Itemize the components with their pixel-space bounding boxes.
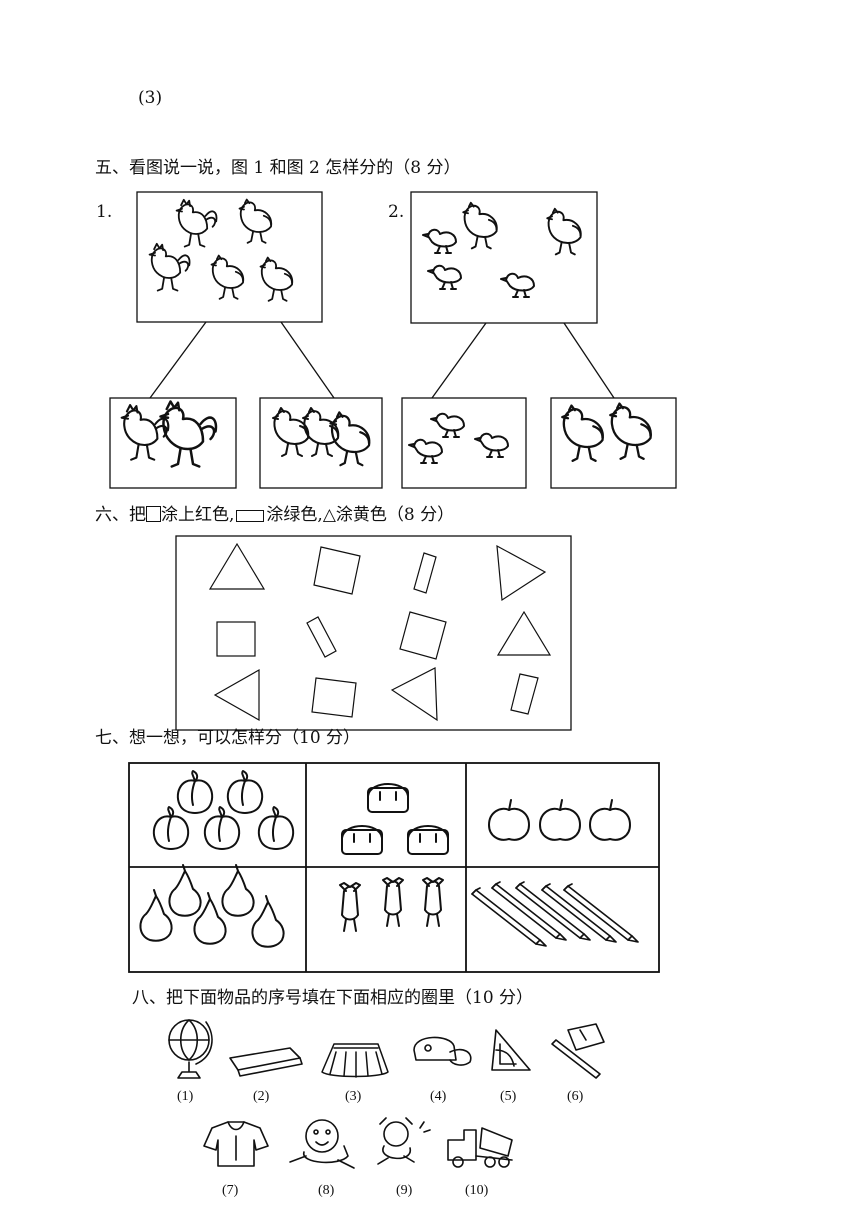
square-shape-3: [399, 611, 447, 660]
group-box-hens-1: [259, 397, 383, 489]
item-number-3: (3): [345, 1089, 362, 1104]
pears-icon: [139, 864, 285, 948]
item-number-6: (6): [567, 1089, 584, 1104]
apples-icon: [488, 799, 631, 841]
connector-1a: [149, 321, 207, 399]
item-number-8: (8): [318, 1183, 335, 1198]
group-chicks: [408, 412, 509, 464]
section-6-part4: 涂黄色（8 分）: [335, 505, 455, 525]
figure-2-chickens: [422, 201, 582, 298]
candies-icon: [339, 877, 444, 932]
item-number-1: (1): [177, 1089, 194, 1104]
figure-1-label: 1.: [96, 202, 113, 222]
triangle-shape-1: [208, 542, 266, 590]
section-5-heading: 五、看图说一说，图 1 和图 2 怎样分的（8 分）: [95, 158, 461, 178]
triangle-shape-2: [496, 544, 547, 602]
eraser-icon: [229, 1047, 303, 1077]
cement-truck-icon: [447, 1127, 513, 1168]
triangle-shape-3: [496, 610, 552, 656]
rectangle-shape-2: [306, 616, 337, 658]
figure-2-chickens-box: [410, 191, 598, 324]
rectangle-shape-1: [413, 552, 437, 594]
group-box-hens-2: [550, 397, 677, 489]
rectangle-shape-3: [510, 673, 539, 715]
cap-icon: [413, 1036, 472, 1066]
shirt-icon: [203, 1121, 269, 1167]
sort-grid: [128, 762, 660, 973]
group-roosters: [120, 400, 218, 468]
pencil-sharpener-icon: [551, 1023, 605, 1079]
section-6-heading: 六、把涂上红色, 涂绿色,△涂黄色（8 分）: [95, 505, 454, 525]
section-8-heading: 八、把下面物品的序号填在下面相应的圈里（10 分）: [132, 988, 534, 1008]
item-number-10: (10): [465, 1183, 489, 1198]
square-shape-4: [311, 677, 357, 718]
triangle-shape-4: [213, 668, 260, 722]
triangle-symbol: △: [322, 505, 336, 525]
connector-2b: [563, 322, 615, 399]
figure-1-chickens-box: [136, 191, 323, 323]
square-shape-1: [313, 546, 361, 595]
item-3-label: (3): [138, 88, 163, 108]
toy-figure-icon: [377, 1117, 431, 1165]
skirt-icon: [321, 1043, 389, 1078]
group-hens-2: [561, 402, 652, 462]
connector-1b: [280, 321, 335, 399]
shapes: [208, 542, 552, 722]
protractor-icon: [491, 1029, 531, 1071]
pencils-icon: [471, 881, 639, 947]
section-7-heading: 七、想一想，可以怎样分（10 分）: [95, 728, 361, 748]
group-hens-1: [272, 407, 371, 467]
group-box-roosters: [109, 397, 237, 489]
shapes-box: [175, 535, 572, 731]
figure-2-label: 2.: [388, 202, 405, 222]
item-number-4: (4): [430, 1089, 447, 1104]
figure-1-chickens: [148, 198, 294, 302]
connector-2a: [431, 322, 487, 399]
doll-icon: [289, 1119, 355, 1169]
square-symbol: [146, 506, 161, 522]
section-6-prefix: 六、把: [95, 505, 146, 525]
rectangle-symbol: [236, 510, 265, 522]
square-shape-2: [216, 621, 256, 657]
group-box-chicks: [401, 397, 527, 489]
section-6-part2: 涂上红色,: [161, 505, 235, 525]
item-number-5: (5): [500, 1089, 517, 1104]
triangle-shape-5: [390, 667, 438, 722]
globe-icon: [168, 1019, 213, 1079]
schoolbags-icon: [341, 783, 449, 855]
item-number-7: (7): [222, 1183, 239, 1198]
item-number-2: (2): [253, 1089, 270, 1104]
item-number-9: (9): [396, 1183, 413, 1198]
peaches-icon: [152, 770, 295, 850]
section-6-part3: 涂绿色,: [266, 505, 323, 525]
